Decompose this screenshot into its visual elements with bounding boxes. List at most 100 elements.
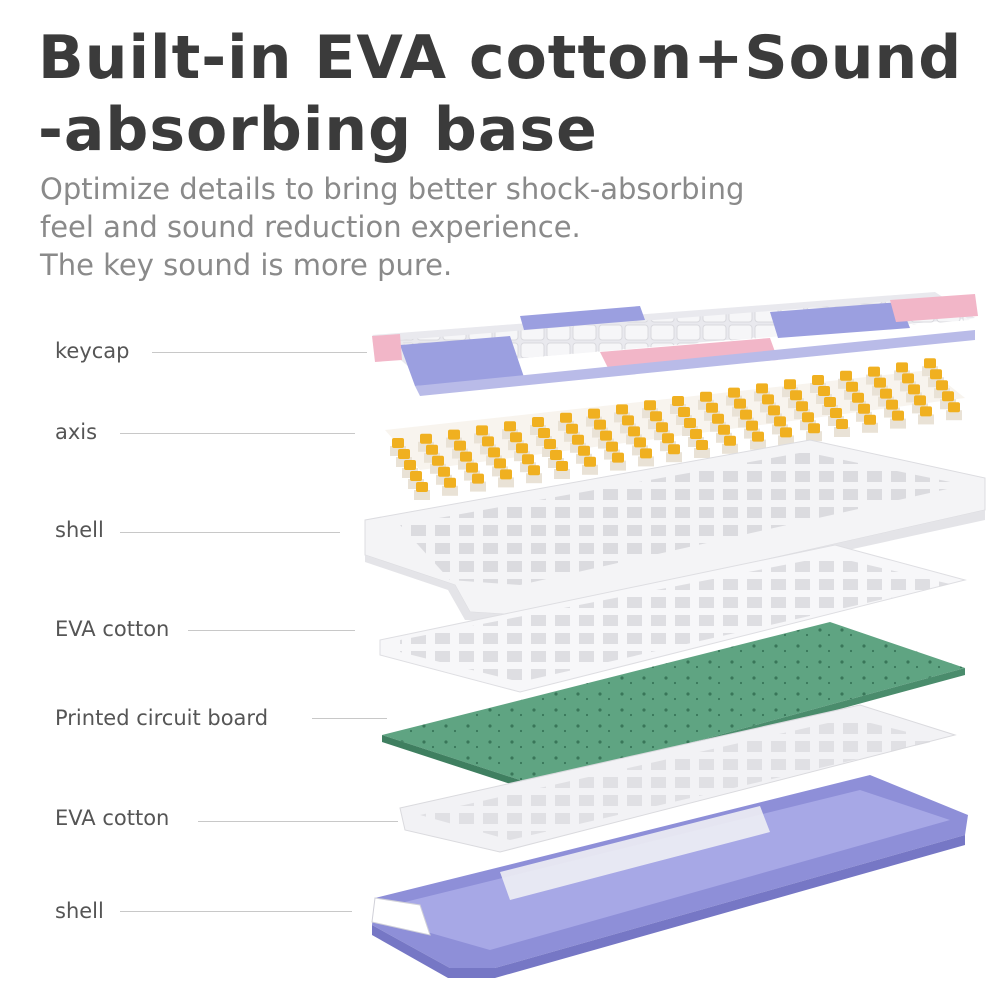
switch-housing — [498, 477, 514, 488]
switch-stem — [454, 440, 466, 451]
switch-stem — [746, 420, 758, 431]
eva-cotton-top-layer — [379, 544, 967, 693]
switch-stem — [908, 384, 920, 395]
switch-stem — [706, 402, 718, 413]
switch-stem — [622, 415, 634, 426]
leader-line-eva-cotton-top — [188, 630, 355, 631]
switch-stem — [410, 471, 422, 481]
switch-stem — [868, 366, 880, 377]
switch-stem — [662, 433, 674, 444]
switch-stem — [448, 429, 460, 440]
switch-stem — [802, 412, 814, 423]
switch-stem — [556, 461, 568, 471]
switch-stem — [762, 394, 774, 405]
bottom-shell-layer — [371, 775, 968, 978]
switch-housing — [554, 469, 570, 479]
switch-grid — [390, 358, 962, 500]
switch-stem — [886, 399, 898, 410]
switch-stem — [584, 456, 596, 467]
switch-stem — [874, 377, 886, 388]
switch-housing — [890, 418, 906, 429]
switch-stem — [852, 392, 864, 403]
switch-stem — [628, 426, 640, 437]
headline: Built-in EVA cotton+Sound -absorbing bas… — [38, 22, 962, 166]
switch-stem — [728, 387, 740, 398]
switch-stem — [560, 412, 572, 423]
switch-stem — [616, 404, 628, 415]
leader-line-eva-cotton-bottom — [198, 821, 398, 822]
switch-housing — [638, 456, 654, 467]
switch-housing — [442, 485, 458, 496]
switch-stem — [824, 397, 836, 407]
switch-stem — [588, 408, 600, 419]
label-eva-cotton-top: EVA cotton — [55, 617, 170, 641]
switch-stem — [784, 379, 796, 390]
switch-stem — [780, 427, 792, 438]
switch-stem — [656, 422, 668, 433]
leader-line-keycap — [152, 352, 367, 353]
switch-stem — [640, 448, 652, 459]
switch-stem — [476, 425, 488, 436]
switch-stem — [752, 431, 764, 442]
switch-stem — [712, 413, 724, 424]
switch-stem — [892, 410, 904, 421]
switch-stem — [538, 428, 550, 438]
switch-stem — [920, 406, 932, 417]
switch-stem — [818, 386, 830, 396]
switch-stem — [572, 434, 584, 445]
eva-cotton-bottom-layer — [399, 704, 957, 853]
switch-stem — [740, 409, 752, 420]
switch-stem — [672, 396, 684, 406]
switch-stem — [612, 452, 624, 463]
switch-stem — [880, 388, 892, 399]
leader-line-axis — [120, 433, 355, 434]
switch-housing — [470, 481, 486, 492]
switch-stem — [812, 375, 824, 385]
switch-stem — [768, 405, 780, 416]
switch-stem — [404, 460, 416, 470]
switch-stem — [684, 418, 696, 428]
switch-stem — [392, 438, 404, 448]
switch-housing — [694, 448, 710, 458]
subtitle-line-1: Optimize details to bring better shock-a… — [40, 172, 745, 206]
label-pcb: Printed circuit board — [55, 706, 269, 730]
switch-stem — [488, 447, 500, 458]
subtitle: Optimize details to bring better shock-a… — [40, 170, 744, 284]
subtitle-line-3: The key sound is more pure. — [40, 248, 453, 282]
switch-stem — [510, 432, 522, 443]
leader-line-shell-top — [120, 532, 340, 533]
switch-stem — [858, 403, 870, 414]
switch-stem — [836, 419, 848, 429]
switch-housing — [834, 427, 850, 437]
switch-stem — [864, 414, 876, 425]
switch-stem — [668, 444, 680, 455]
switch-stem — [734, 398, 746, 409]
leader-line-shell-bottom — [120, 911, 352, 912]
keycap-layer — [372, 292, 978, 396]
switch-housing — [610, 460, 626, 471]
switch-stem — [460, 451, 472, 462]
switch-stem — [528, 465, 540, 476]
switch-stem — [516, 443, 528, 454]
switch-stem — [594, 419, 606, 430]
switch-stem — [504, 421, 516, 432]
switch-stem — [416, 482, 428, 492]
subtitle-line-2: feel and sound reduction experience. — [40, 210, 581, 244]
switch-stem — [696, 440, 708, 450]
label-keycap: keycap — [55, 339, 130, 363]
switch-stem — [482, 436, 494, 447]
switch-stem — [840, 370, 852, 381]
switch-housing — [946, 410, 962, 421]
switch-stem — [398, 449, 410, 459]
switch-stem — [808, 423, 820, 434]
switch-stem — [444, 477, 456, 488]
label-shell-top: shell — [55, 518, 104, 542]
switch-stem — [930, 369, 942, 380]
switch-stem — [942, 391, 954, 402]
switch-housing — [806, 431, 822, 442]
switch-stem — [644, 400, 656, 411]
switch-stem — [790, 390, 802, 401]
switch-stem — [724, 435, 736, 446]
switch-housing — [722, 443, 738, 454]
